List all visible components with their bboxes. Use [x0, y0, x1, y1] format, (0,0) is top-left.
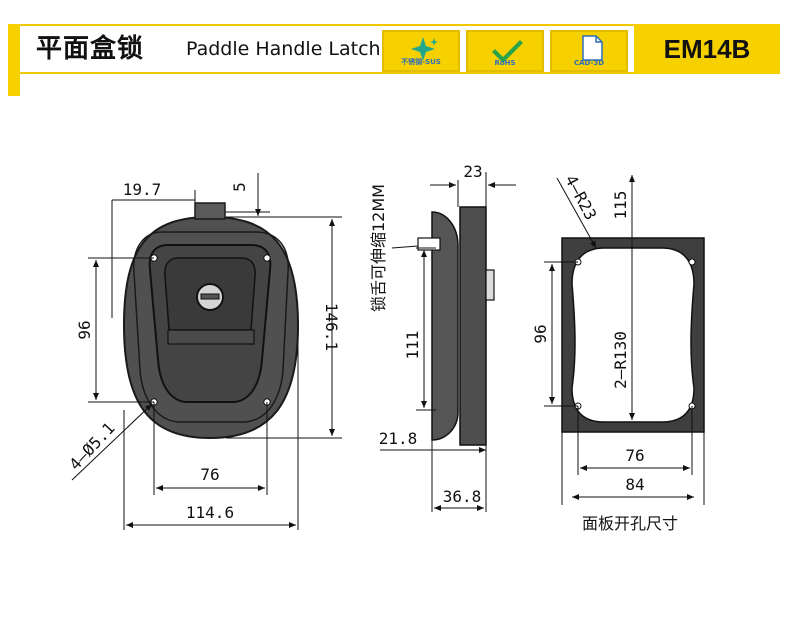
badge-label: 不锈钢-SUS: [401, 58, 441, 66]
header-bar: [8, 24, 780, 74]
cutout-caption: 面板开孔尺寸: [582, 514, 678, 533]
document-icon: [582, 35, 603, 61]
latch-tongue: [417, 237, 441, 251]
latch-body: [122, 202, 300, 440]
front-view: 114.6 76 96 146.1 19.7 5 4—Ø5.1: [65, 173, 342, 530]
checkmark-icon: [492, 40, 523, 63]
dim-side-radius: 2—R130: [611, 331, 630, 389]
housing-side: [431, 211, 459, 441]
dim-holes: 4—Ø5.1: [65, 419, 118, 474]
dim-width: 84: [625, 475, 644, 494]
badge-label: CAD-3D: [573, 59, 605, 67]
product-title-en: Paddle Handle Latch: [186, 38, 381, 60]
flange-side: [459, 206, 487, 446]
cad-3d-badge: CAD-3D: [550, 30, 628, 72]
note-adjustable: 锁舌可伸缩12MM: [369, 184, 388, 312]
dim-width-total: 114.6: [186, 503, 234, 522]
dim-tab-offset: 19.7: [123, 180, 162, 199]
mounting-hole: [688, 258, 696, 266]
dim-body-height: 111: [403, 331, 422, 360]
sparkle-icon: [411, 37, 438, 61]
dim-tab-gap: 5: [230, 182, 249, 192]
dim-hole-spacing-h: 76: [200, 465, 219, 484]
cutout-opening: [571, 247, 695, 423]
dim-corner-radius: 4—R23: [561, 172, 600, 223]
accent-stripe: [8, 24, 20, 96]
badge-label: RoHS: [494, 59, 516, 67]
dim-flange: 23: [463, 162, 482, 181]
dim-hole-spacing-v: 96: [531, 324, 550, 343]
dim-hole-spacing-v: 96: [75, 320, 94, 339]
model-number: EM14B: [634, 24, 780, 74]
stainless-steel-badge: 不锈钢-SUS: [382, 30, 460, 72]
cutout-view: 4—R23 115 2—R130 96 76 84 面板开孔尺寸: [531, 172, 705, 533]
dim-hole-spacing-h: 76: [625, 446, 644, 465]
key-cylinder-side: [485, 269, 495, 301]
dim-total-depth: 36.8: [443, 487, 482, 506]
side-view: 23 锁舌可伸缩12MM 111 21.8 36.8: [369, 162, 516, 512]
product-title-cn: 平面盒锁: [36, 34, 145, 64]
dim-height-total: 146.1: [322, 303, 341, 351]
rohs-badge: RoHS: [466, 30, 544, 72]
dim-top-height: 115: [611, 191, 630, 220]
mounting-hole: [263, 254, 271, 262]
dim-depth: 21.8: [379, 429, 418, 448]
header-banner: 平面盒锁 Paddle Handle Latch 不锈钢-SUS RoHS CA…: [8, 24, 780, 96]
